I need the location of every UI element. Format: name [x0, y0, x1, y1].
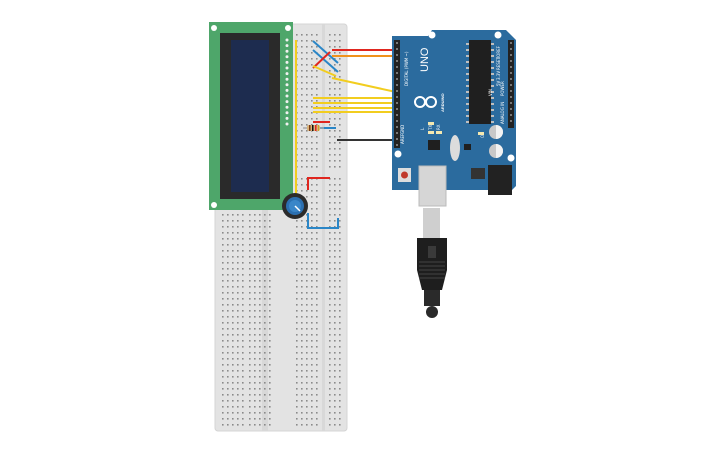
- wire-yellow[interactable]: [331, 77, 397, 93]
- aref-label: AREF: [400, 133, 405, 144]
- wire-red[interactable]: [312, 51, 331, 69]
- crystal: [450, 135, 460, 161]
- lcd-mount-hole-icon: [211, 202, 217, 208]
- digital-header[interactable]: [394, 40, 400, 148]
- usb-port[interactable]: [418, 165, 447, 207]
- vin-label: VIN: [488, 89, 493, 96]
- gnd-label: GND: [400, 125, 405, 134]
- v33-label: 3.3V: [496, 71, 501, 80]
- power-jack[interactable]: [488, 165, 512, 195]
- arduino-mount-hole-icon: [494, 31, 502, 39]
- wire-blue[interactable]: [312, 49, 339, 73]
- wire-yellow[interactable]: [312, 65, 337, 77]
- l-label: L: [420, 127, 425, 130]
- arduino-mount-hole-icon: [428, 31, 436, 39]
- arduino-mount-hole-icon: [394, 150, 402, 158]
- lcd-module[interactable]: [209, 22, 293, 210]
- digital-pins: [396, 42, 398, 146]
- power-label: POWER: [500, 81, 505, 96]
- rx-label: RX: [436, 124, 441, 130]
- arduino-mount-hole-icon: [507, 154, 515, 162]
- lcd-screen: [231, 40, 269, 192]
- digital-label: DIGITAL (PWM ~): [404, 51, 409, 86]
- lcd-mount-hole-icon: [285, 25, 291, 31]
- atmega-chip: [469, 40, 491, 124]
- arduino-uno-board[interactable]: UNO ARDUINO DIGITAL (PWM ~) GND AREF TX …: [392, 30, 516, 207]
- led-l: [428, 122, 434, 125]
- lcd-pin-header: [285, 38, 289, 126]
- analog-label: ANALOG IN: [500, 102, 505, 124]
- v5-label: 5V: [496, 80, 501, 86]
- board-brand-label: ARDUINO: [440, 93, 445, 112]
- power-pins: [510, 42, 512, 122]
- reset-label: RESET: [496, 57, 501, 70]
- usb-chip: [428, 140, 440, 150]
- arduino-logo-icon: [414, 96, 437, 108]
- lcd-mount-hole-icon: [211, 25, 217, 31]
- led-tx: [428, 131, 434, 134]
- wire-blue[interactable]: [307, 213, 339, 229]
- resistor[interactable]: [303, 125, 324, 131]
- wire-blue[interactable]: [312, 40, 339, 64]
- voltage-regulator: [471, 168, 485, 179]
- wire-red[interactable]: [307, 177, 330, 190]
- led-on: [478, 132, 484, 135]
- tx-label: TX: [428, 125, 433, 131]
- potentiometer[interactable]: [282, 193, 308, 219]
- board-model-label: UNO: [419, 47, 431, 72]
- ioref-label: IOREF: [496, 45, 501, 58]
- usb-plug-icon[interactable]: [417, 208, 447, 318]
- led-rx: [436, 131, 442, 134]
